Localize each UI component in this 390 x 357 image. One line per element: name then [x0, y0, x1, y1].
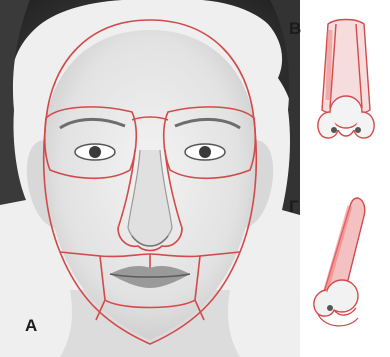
face-illustration: [0, 0, 300, 357]
side-nostril: [327, 305, 333, 311]
panel-b-nose-front: [300, 0, 390, 178]
nose-front-illustration: [300, 0, 390, 178]
right-iris: [199, 146, 211, 158]
left-iris: [89, 146, 101, 158]
panel-g-nose-side: [300, 178, 390, 357]
right-nostril-dot: [355, 127, 361, 133]
bridge-shade: [328, 30, 330, 100]
panel-label-b: В: [289, 19, 301, 39]
nose-side-illustration: [300, 178, 390, 357]
panel-a-face: [0, 0, 300, 357]
left-nostril-dot: [331, 127, 337, 133]
panel-label-g: Г: [289, 197, 299, 217]
panel-label-a: А: [25, 316, 37, 336]
